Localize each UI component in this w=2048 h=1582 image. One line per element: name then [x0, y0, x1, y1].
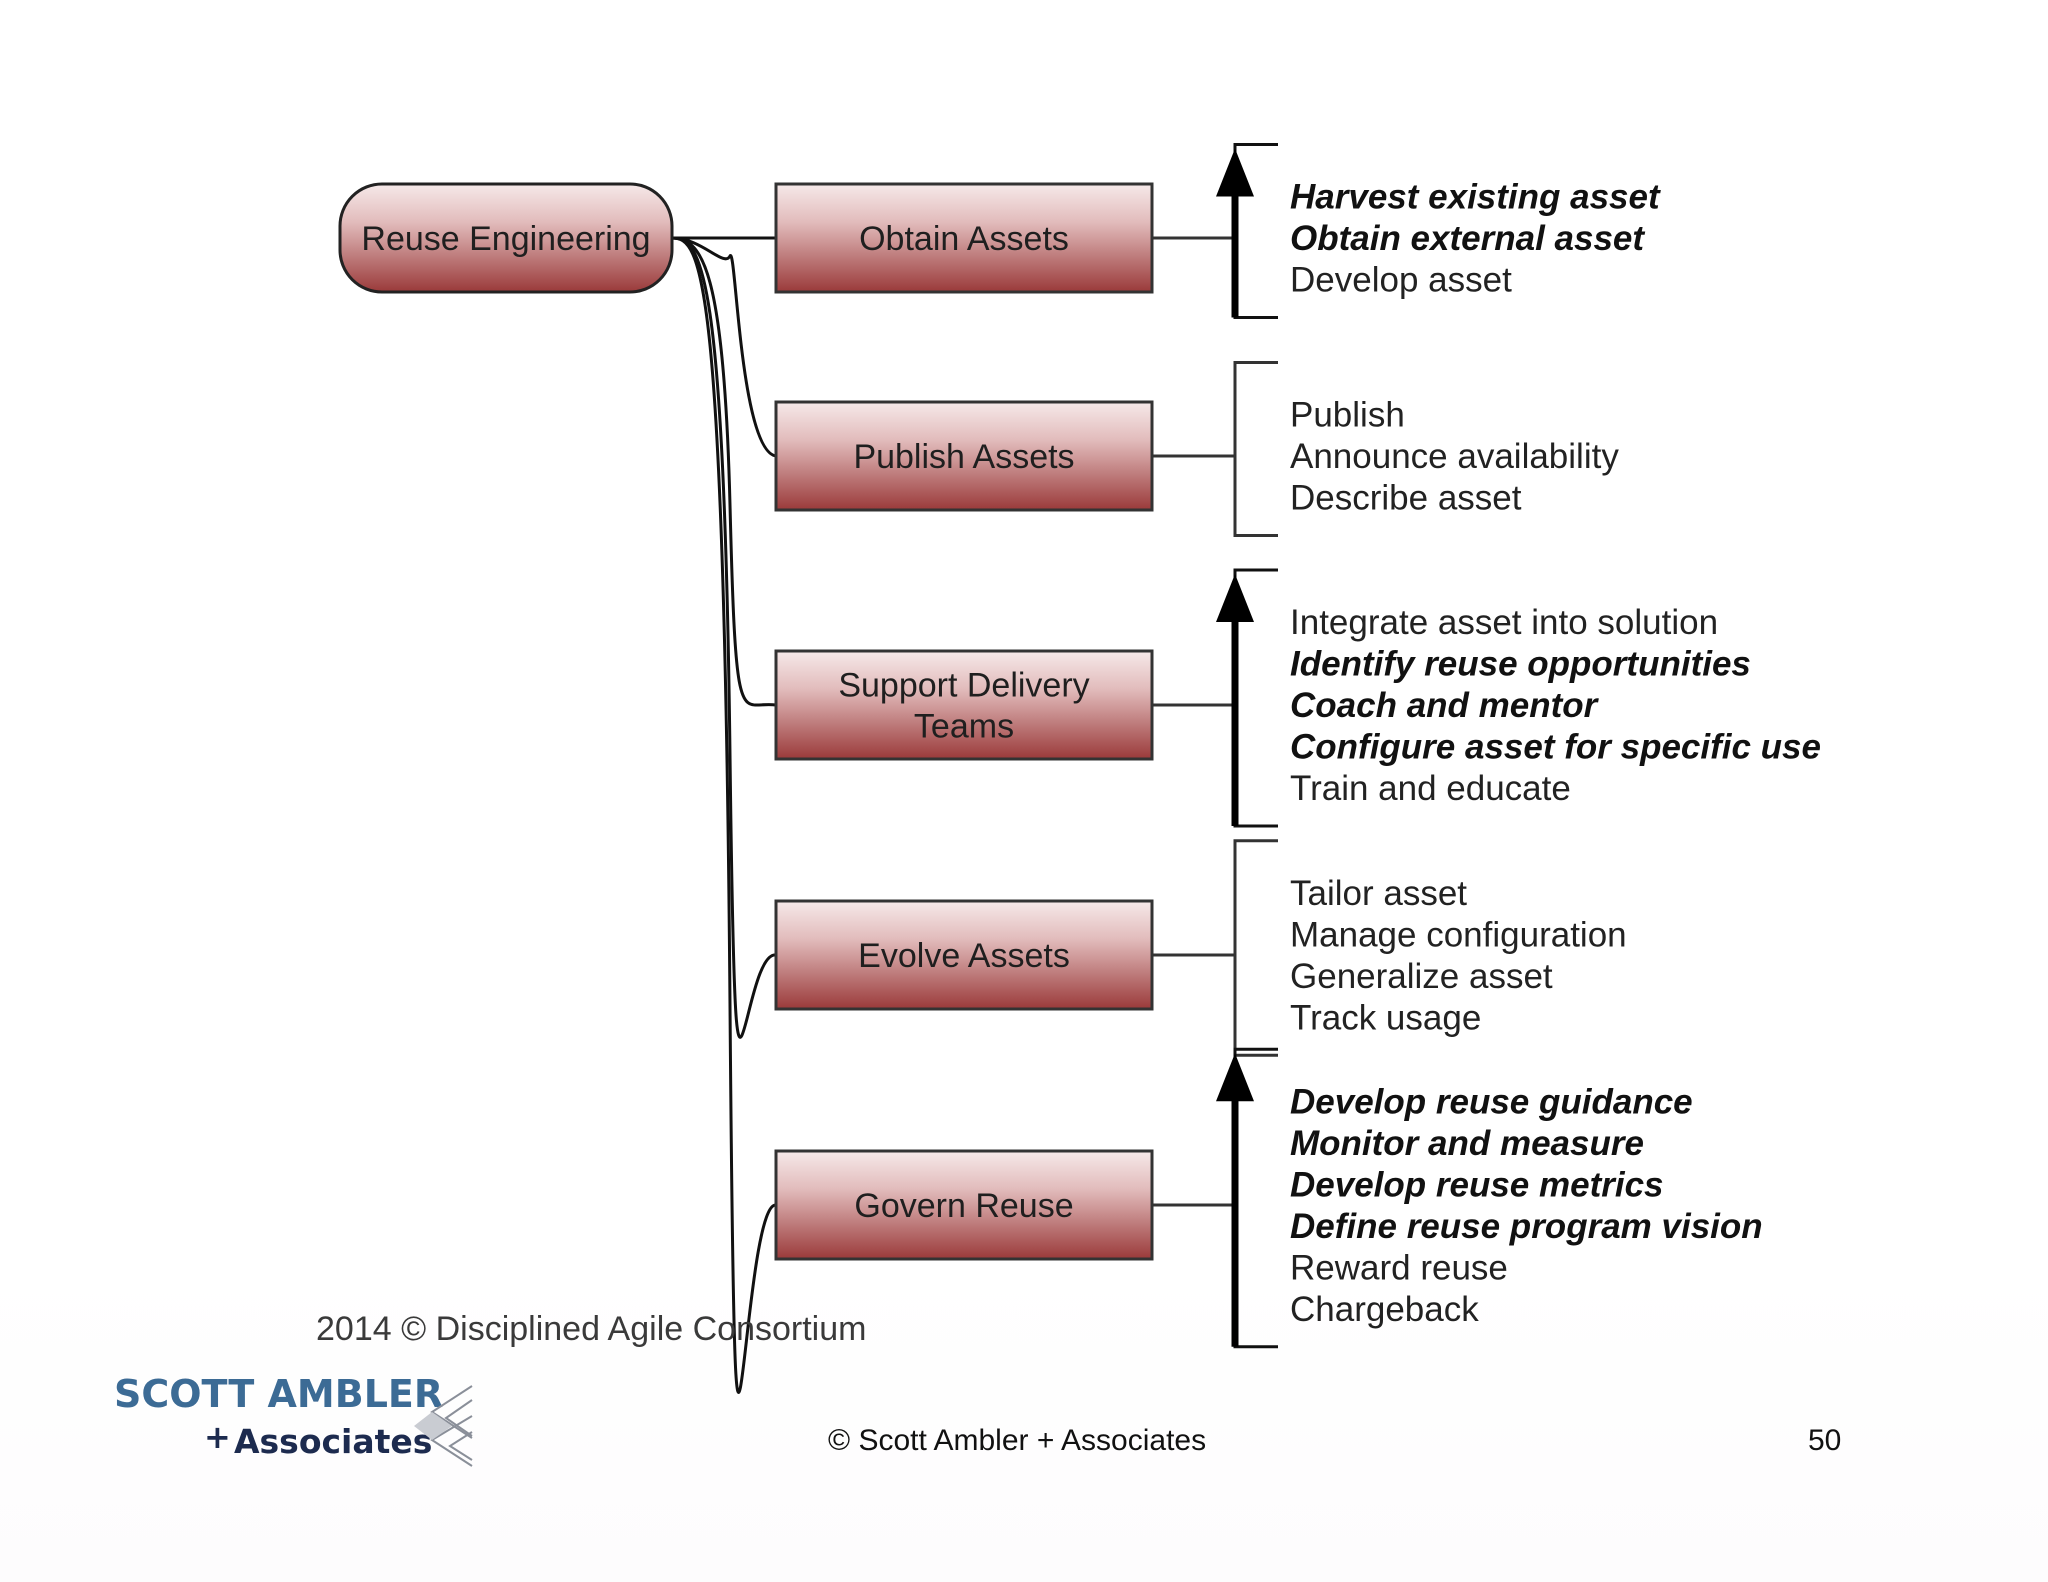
goal-node-label: Teams: [914, 708, 1014, 746]
company-logo: SCOTT AMBLER + Associates: [112, 1372, 482, 1472]
goal-node-shape: [774, 649, 1154, 761]
option-item: Announce availability: [1290, 437, 1619, 476]
page-number: 50: [1808, 1424, 1842, 1457]
goal-node-5[interactable]: Govern Reuse: [774, 1149, 1154, 1261]
option-item: Develop reuse guidance: [1290, 1082, 1693, 1121]
goal-node-label: Support Delivery: [838, 667, 1089, 705]
goal-node-shape: [774, 400, 1154, 512]
logo-chevron-icon: [414, 1385, 473, 1467]
footer-copyright: © Scott Ambler + Associates: [828, 1424, 1207, 1457]
goal-node-label: Publish Assets: [853, 438, 1074, 476]
option-item: Integrate asset into solution: [1290, 603, 1718, 642]
goal-node-1[interactable]: Obtain Assets: [774, 182, 1154, 294]
option-item: Track usage: [1290, 998, 1481, 1037]
ordered-arrow-head-icon: [1216, 574, 1254, 622]
root-node-label: Reuse Engineering: [361, 220, 650, 258]
option-item: Manage configuration: [1290, 915, 1627, 954]
ordered-arrow-head-icon: [1216, 148, 1254, 197]
ordered-arrow-head-icon: [1216, 1053, 1254, 1102]
option-item: Train and educate: [1290, 769, 1571, 808]
root-node-shape: [338, 182, 674, 294]
option-item: Configure asset for specific use: [1290, 728, 1821, 767]
logo-wordmark-line1: SCOTT AMBLER: [114, 1372, 444, 1416]
logo-plus-sign: +: [204, 1418, 231, 1456]
connector-goal-1: [671, 236, 777, 458]
goal-node-label: Evolve Assets: [858, 937, 1070, 975]
option-item: Coach and mentor: [1290, 686, 1600, 725]
option-item: Identify reuse opportunities: [1290, 645, 1751, 684]
connector-goal-3: [671, 236, 777, 1039]
option-item: Tailor asset: [1290, 874, 1467, 913]
option-item: Generalize asset: [1290, 957, 1553, 996]
goal-node-shape: [774, 899, 1154, 1011]
option-item: Harvest existing asset: [1290, 178, 1661, 217]
connector-lines: [671, 236, 777, 1394]
option-item: Develop asset: [1290, 261, 1512, 300]
logo-wordmark-line2: Associates: [234, 1422, 433, 1461]
goal-node-label: Govern Reuse: [854, 1187, 1073, 1225]
diagram-copyright: 2014 © Disciplined Agile Consortium: [316, 1310, 866, 1348]
option-item: Develop reuse metrics: [1290, 1165, 1664, 1204]
goal-node-shape: [774, 182, 1154, 294]
option-item: Monitor and measure: [1290, 1124, 1644, 1163]
goal-node-shape: [774, 1149, 1154, 1261]
option-item: Reward reuse: [1290, 1248, 1508, 1287]
goal-node-2[interactable]: Publish Assets: [774, 400, 1154, 512]
goal-node-4[interactable]: Evolve Assets: [774, 899, 1154, 1011]
option-item: Obtain external asset: [1290, 219, 1645, 258]
option-bracket: [1233, 839, 1278, 1057]
option-item: Describe asset: [1290, 479, 1522, 518]
option-item: Chargeback: [1290, 1290, 1479, 1329]
connector-goal-4: [671, 236, 777, 1394]
option-bracket: [1233, 361, 1278, 537]
option-item: Publish: [1290, 396, 1405, 435]
option-item: Define reuse program vision: [1290, 1207, 1763, 1246]
goal-node-label: Obtain Assets: [859, 220, 1069, 258]
connector-goal-2: [671, 236, 777, 707]
root-node[interactable]: Reuse Engineering: [338, 182, 674, 294]
